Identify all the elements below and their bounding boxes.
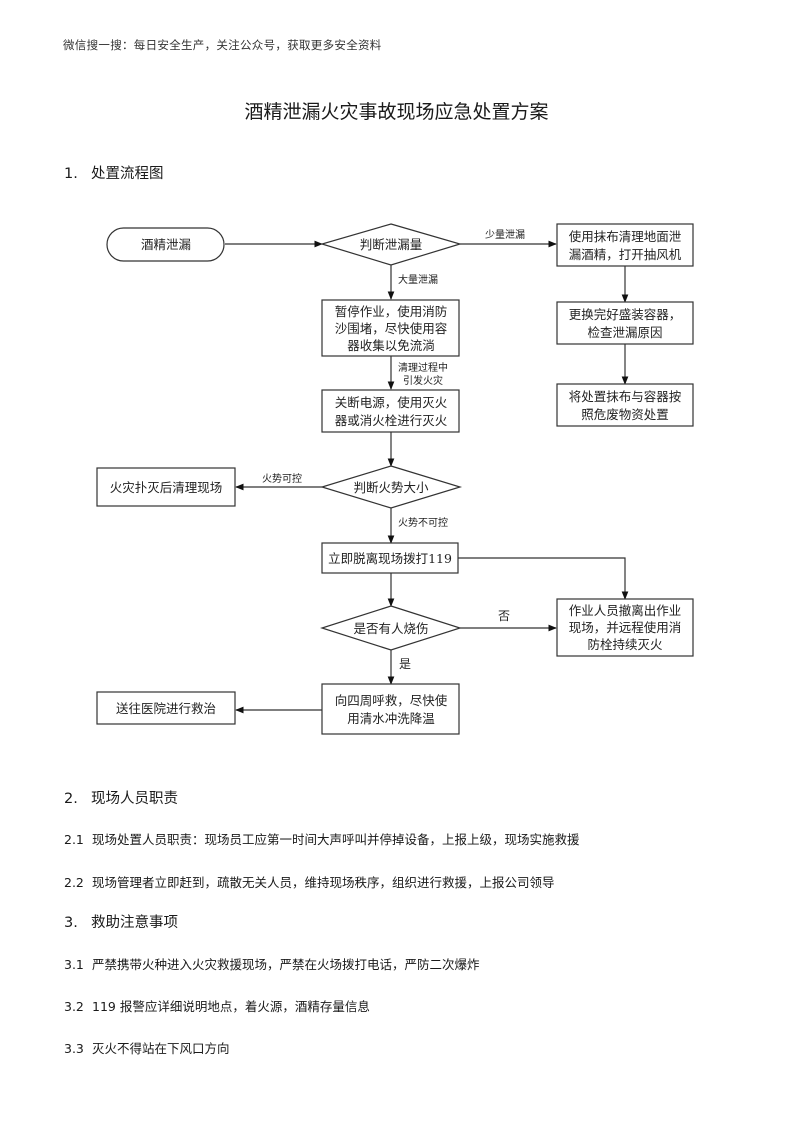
paragraph-2-1: 2.1 现场处置人员职责：现场员工应第一时间大声呼叫并停掉设备，上报上级，现场实施… [64, 829, 580, 848]
node-start-label: 酒精泄漏 [141, 237, 191, 252]
node-evacuate-call-shape [321, 542, 459, 574]
node-cut-power-label-2: 器或消火栓进行灭火 [335, 413, 448, 428]
node-judge-leak-label: 判断泄漏量 [360, 237, 423, 252]
paragraph-2-2: 2.2 现场管理者立即赶到，疏散无关人员，维持现场秩序，组织进行救援，上报公司领导 [64, 872, 555, 891]
node-judge-fire-shape [319, 465, 463, 509]
paragraph-number: 3.1 [64, 957, 84, 972]
node-call-help-shape [321, 683, 460, 735]
node-judge-leak-shape [319, 223, 463, 266]
paragraph-text: 现场处置人员职责：现场员工应第一时间大声呼叫并停掉设备，上报上级，现场实施救援 [92, 832, 580, 847]
node-cut-power-label-1: 关断电源，使用灭火 [335, 395, 448, 410]
edge-label-large-leak: 大量泄漏 [398, 273, 438, 286]
edge-label-no: 否 [498, 609, 510, 623]
node-cleanup-after-label: 火灾扑灭后清理现场 [110, 480, 223, 495]
node-hospital-label: 送往医院进行救治 [116, 701, 216, 716]
section-heading-notes: 3. 救助注意事项 [64, 911, 178, 932]
edge-evacuate-to-remote-fight [458, 557, 629, 600]
section-heading-duties: 2. 现场人员职责 [64, 787, 178, 808]
node-dispose-waste-shape [556, 383, 694, 427]
node-remote-fight-label-1: 作业人员撤离出作业 [569, 603, 682, 618]
edge-label-yes: 是 [399, 657, 411, 671]
node-replace-container-label-1: 更换完好盛装容器， [569, 307, 682, 322]
node-stop-work-shape [321, 299, 460, 357]
paragraph-text: 119 报警应详细说明地点，着火源，酒精存量信息 [92, 999, 370, 1014]
node-replace-container-label-2: 检查泄漏原因 [587, 325, 662, 340]
node-stop-work-label-2: 沙围堵，尽快使用容 [335, 321, 448, 336]
edge-label-fire-controllable: 火势可控 [262, 472, 302, 485]
edge-label-small-leak: 少量泄漏 [485, 228, 525, 241]
section-heading-text: 现场人员职责 [91, 791, 178, 807]
node-cut-power-shape [321, 389, 460, 433]
node-evacuate-call-label: 立即脱离现场拨打119 [328, 551, 452, 566]
edge-label-fire-uncontrollable: 火势不可控 [398, 516, 448, 529]
flowchart: 酒精泄漏 判断泄漏量 使用抹布清理地面泄 漏酒精，打开抽风机 更换完好盛装容器，… [96, 223, 694, 735]
node-judge-fire-label: 判断火势大小 [353, 480, 429, 495]
node-remote-fight-shape [556, 598, 694, 657]
paragraph-number: 3.3 [64, 1041, 84, 1056]
node-cleanup-after-shape [96, 467, 236, 507]
paragraph-3-1: 3.1 严禁携带火种进入火灾救援现场，严禁在火场拨打电话，严防二次爆炸 [64, 954, 480, 973]
paragraph-3-3: 3.3 灭火不得站在下风口方向 [64, 1038, 230, 1057]
edge-label-fire-during-clean-1: 清理过程中 [398, 361, 448, 374]
watermark-text: 微信搜一搜：每日安全生产，关注公众号，获取更多安全资料 [63, 38, 382, 52]
section-number: 1. [64, 166, 78, 182]
paragraph-number: 2.1 [64, 832, 84, 847]
section-heading-flowchart: 1. 处置流程图 [64, 162, 164, 183]
paragraph-number: 2.2 [64, 875, 84, 890]
node-stop-work-label-1: 暂停作业，使用消防 [335, 304, 448, 319]
paragraph-text: 严禁携带火种进入火灾救援现场，严禁在火场拨打电话，严防二次爆炸 [92, 957, 480, 972]
document-title: 酒精泄漏火灾事故现场应急处置方案 [244, 101, 549, 123]
node-judge-burn-shape [320, 605, 462, 651]
section-number: 2. [64, 791, 78, 807]
node-call-help-label-1: 向四周呼救，尽快使 [335, 693, 448, 708]
node-judge-burn-label: 是否有人烧伤 [353, 621, 428, 636]
node-small-clean-label-1: 使用抹布清理地面泄 [569, 229, 682, 244]
flowchart-edges [225, 240, 629, 714]
section-heading-text: 处置流程图 [91, 166, 164, 182]
node-remote-fight-label-2: 现场，并远程使用消 [569, 620, 682, 635]
node-dispose-waste-label-2: 照危废物资处置 [581, 407, 669, 422]
paragraph-text: 灭火不得站在下风口方向 [92, 1041, 230, 1056]
edge-label-fire-during-clean-2: 引发火灾 [403, 374, 443, 387]
node-replace-container-shape [556, 301, 694, 345]
paragraph-3-2: 3.2 119 报警应详细说明地点，着火源，酒精存量信息 [64, 996, 370, 1015]
node-stop-work-label-3: 器收集以免流淌 [347, 338, 435, 353]
section-number: 3. [64, 915, 78, 931]
node-remote-fight-label-3: 防栓持续灭火 [587, 637, 663, 652]
paragraph-text: 现场管理者立即赶到，疏散无关人员，维持现场秩序，组织进行救援，上报公司领导 [92, 875, 555, 890]
node-call-help-label-2: 用清水冲洗降温 [347, 711, 435, 726]
paragraph-number: 3.2 [64, 999, 84, 1014]
section-heading-text: 救助注意事项 [91, 915, 178, 931]
node-hospital-shape [96, 691, 236, 725]
node-start-shape [106, 227, 225, 262]
node-dispose-waste-label-1: 将处置抹布与容器按 [569, 389, 682, 404]
node-small-clean-label-2: 漏酒精，打开抽风机 [569, 247, 682, 262]
node-small-clean-shape [556, 223, 694, 267]
